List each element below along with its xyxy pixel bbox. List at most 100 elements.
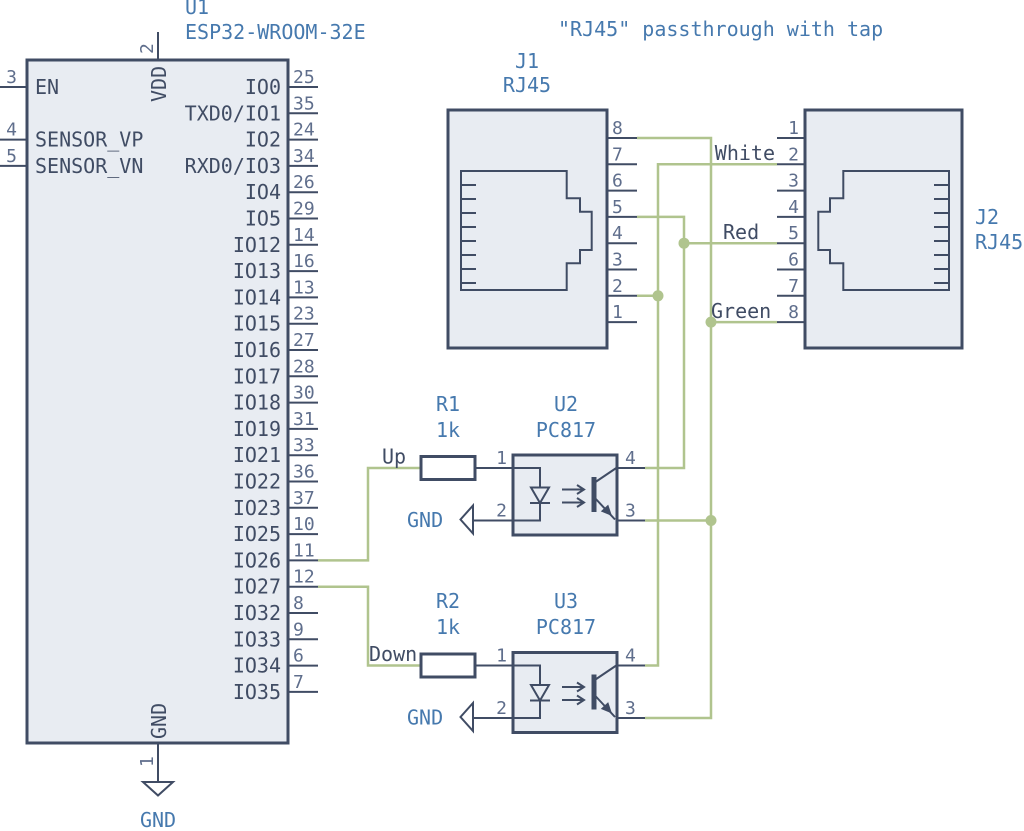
j1-jack-icon: [460, 170, 593, 291]
u1-left-pin-number: 3: [6, 67, 17, 88]
u2-pin-number: 4: [625, 448, 636, 469]
j1-pin-number: 3: [612, 250, 623, 271]
u2-pin-number: 1: [496, 448, 507, 469]
u1-right-pin-name: IO0: [245, 75, 281, 99]
u3-optocoupler-symbol: [459, 651, 645, 734]
u1-right-pin-name: IO18: [233, 391, 281, 415]
u3-pin-number: 4: [625, 646, 636, 667]
u2-reference: U2: [554, 392, 578, 416]
j1-value: RJ45: [503, 73, 551, 97]
j1-pin-number: 7: [612, 144, 623, 165]
j1-pin-number: 2: [612, 276, 623, 297]
u2-optocoupler-symbol: [459, 453, 645, 537]
u1-right-pin-number: 7: [293, 672, 304, 693]
led-icon: [513, 467, 541, 522]
u1-right-pin-name: IO23: [233, 496, 281, 520]
j1-pin-number: 4: [612, 223, 623, 244]
j1-pin-number: 8: [612, 118, 623, 139]
wire-red-net: [637, 215, 777, 470]
j2-pin-number: 4: [788, 197, 799, 218]
j2-pin-number: 3: [788, 171, 799, 192]
gnd-label-u2: GND: [407, 508, 443, 532]
j1-pin-number: 6: [612, 171, 623, 192]
u1-left-pin-number: 4: [6, 120, 17, 141]
j2-pin-number: 2: [788, 144, 799, 165]
u1-right-pin-number: 28: [293, 356, 315, 377]
u1-right-pin-number: 16: [293, 251, 315, 272]
u1-right-pin-number: 30: [293, 383, 315, 404]
u1-right-pin-name: IO13: [233, 259, 281, 283]
u1-right-pin-number: 33: [293, 435, 315, 456]
light-arrows-icon: [562, 484, 586, 508]
light-arrows-icon: [562, 681, 586, 706]
j2-jack-icon: [817, 170, 950, 291]
u1-right-pin-name: IO33: [233, 627, 281, 651]
u1-right-pin-number: 8: [293, 593, 304, 614]
gnd-label-u3: GND: [407, 706, 443, 730]
u1-right-pin-name: IO32: [233, 601, 281, 625]
u1-right-pin-name: IO15: [233, 312, 281, 336]
u3-pin-number: 1: [496, 646, 507, 667]
u1-right-pin-number: 11: [293, 540, 315, 561]
u1-vdd-pin-number: 2: [137, 43, 158, 54]
junction-dot: [705, 316, 717, 328]
r1-value: 1k: [436, 418, 460, 442]
u3-value: PC817: [536, 615, 596, 639]
u1-right-pin-number: 36: [293, 462, 315, 483]
u1-right-pin-name: IO19: [233, 417, 281, 441]
wire-down-net: [318, 585, 421, 667]
u1-left-pin-name: EN: [35, 75, 59, 99]
u1-left-pin-number: 5: [6, 146, 17, 167]
u1-right-pin-number: 25: [293, 67, 315, 88]
j1-rj45-body: [446, 108, 609, 350]
u1-right-pin-number: 23: [293, 304, 315, 325]
u3-pin-number: 3: [625, 698, 636, 719]
u1-value: ESP32-WROOM-32E: [185, 20, 366, 44]
gnd-label-u1: GND: [140, 808, 176, 831]
u1-right-pin-number: 6: [293, 646, 304, 667]
u1-right-pin-name: IO22: [233, 470, 281, 494]
u1-right-pin-number: 31: [293, 409, 315, 430]
u2-value: PC817: [536, 418, 596, 442]
j1-pin-number: 5: [612, 197, 623, 218]
u1-right-pin-name: IO34: [233, 654, 281, 678]
u1-right-pin-name: IO16: [233, 338, 281, 362]
u1-right-pin-name: IO25: [233, 522, 281, 546]
u1-right-pin-name: IO4: [245, 180, 281, 204]
u1-gnd-pin-name: GND: [147, 703, 171, 739]
junction-dot: [652, 290, 664, 302]
r2-resistor-body: [419, 652, 477, 679]
u1-left-pin-name: SENSOR_VP: [35, 128, 143, 152]
u1-right-pin-number: 12: [293, 567, 315, 588]
u1-left-pin-name: SENSOR_VN: [35, 154, 143, 178]
wire-green-net: [637, 136, 777, 720]
u1-gnd-pin-number: 1: [137, 756, 158, 767]
r2-reference: R2: [436, 589, 460, 613]
u1-esp32-body: [25, 58, 290, 745]
u1-right-pin-name: IO21: [233, 443, 281, 467]
u1-right-pin-number: 24: [293, 120, 315, 141]
u1-vdd-pin-name: VDD: [147, 66, 171, 102]
u1-right-pin-name: IO14: [233, 285, 281, 309]
u3-pin-number: 2: [496, 698, 507, 719]
net-label-up: Up: [382, 445, 406, 469]
r2-value: 1k: [436, 615, 460, 639]
u1-right-pin-name: IO17: [233, 364, 281, 388]
led-icon: [513, 664, 541, 719]
u1-right-pin-name: IO27: [233, 575, 281, 599]
u1-right-pin-number: 34: [293, 146, 315, 167]
u1-reference: U1: [185, 0, 209, 19]
sheet-title: "RJ45" passthrough with tap: [558, 17, 883, 41]
j1-reference: J1: [515, 49, 539, 73]
u1-right-pin-number: 35: [293, 93, 315, 114]
u2-pin-number: 3: [625, 501, 636, 522]
net-label-white: White: [715, 141, 775, 165]
u1-right-pin-name: IO12: [233, 233, 281, 257]
gnd-arrow-icon: [459, 700, 474, 734]
u1-right-pin-name: IO2: [245, 128, 281, 152]
u3-reference: U3: [554, 589, 578, 613]
r1-resistor-body: [419, 455, 477, 481]
r1-reference: R1: [436, 392, 460, 416]
j2-pin-number: 7: [788, 276, 799, 297]
